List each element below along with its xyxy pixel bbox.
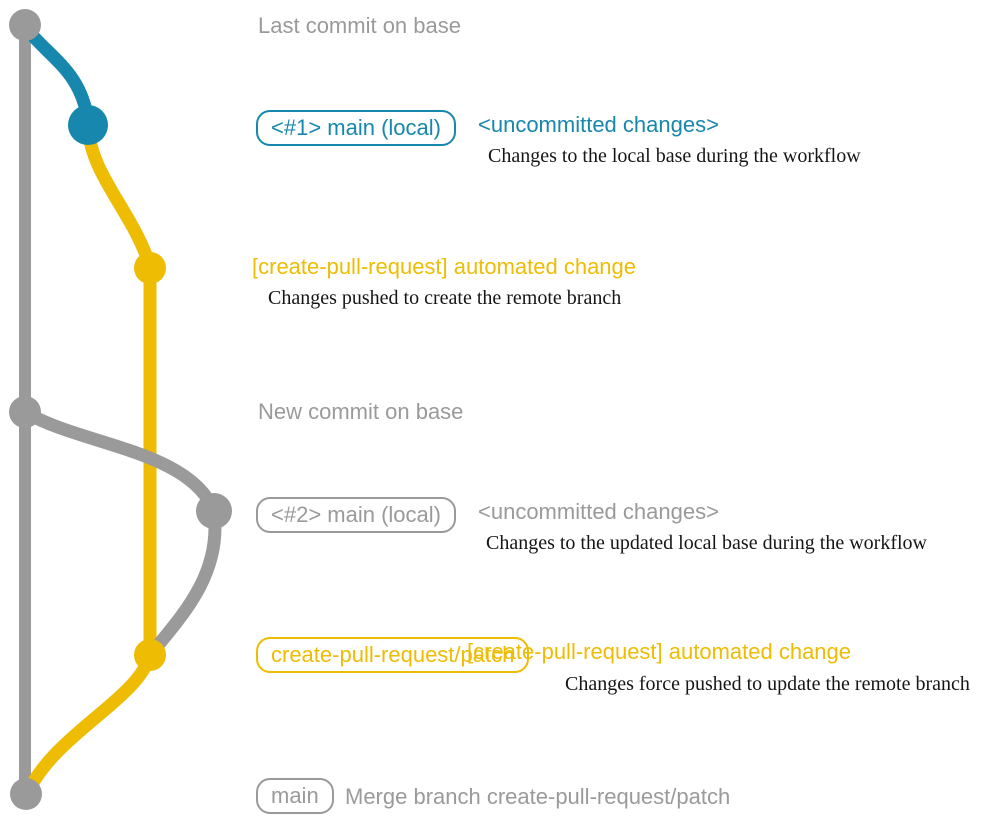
commit-dot-last-base — [9, 9, 41, 41]
commit-dot-main-local-1 — [68, 105, 108, 145]
commit-dot-automated-change-1 — [134, 252, 166, 284]
badge-create-pull-request-patch: create-pull-request/patch — [256, 637, 530, 673]
label-uncommitted-changes-1: <uncommitted changes> — [478, 112, 719, 137]
label-last-commit-on-base: Last commit on base — [258, 13, 461, 38]
git-graph — [9, 9, 232, 810]
patch-to-merge-curve — [20, 648, 157, 801]
commit-dot-merge — [10, 778, 42, 810]
label-automated-change-1: [create-pull-request] automated change — [252, 254, 637, 279]
label-uncommitted-changes-2: <uncommitted changes> — [478, 499, 719, 524]
label-merge-branch: Merge branch create-pull-request/patch — [345, 784, 731, 809]
commit-dot-new-base — [9, 396, 41, 428]
base-to-updated-main-curve — [18, 405, 221, 518]
commit-dot-automated-change-2 — [134, 639, 166, 671]
commit-dot-main-local-2 — [196, 493, 232, 529]
updated-main-to-patch-curve — [143, 506, 222, 662]
badge-main: main — [256, 778, 334, 814]
badge-main-local-1: <#1> main (local) — [256, 110, 456, 146]
label-new-commit-on-base: New commit on base — [258, 399, 464, 424]
desc-changes-pushed: Changes pushed to create the remote bran… — [268, 287, 622, 309]
desc-local-base-changes-2: Changes to the updated local base during… — [486, 532, 927, 554]
badge-main-local-2: <#2> main (local) — [256, 497, 456, 533]
patch-branch-upper-curve — [81, 118, 157, 273]
label-automated-change-2: [create-pull-request] automated change — [467, 639, 852, 664]
desc-local-base-changes-1: Changes to the local base during the wor… — [488, 145, 861, 167]
desc-changes-force-pushed: Changes force pushed to update the remot… — [565, 673, 970, 695]
